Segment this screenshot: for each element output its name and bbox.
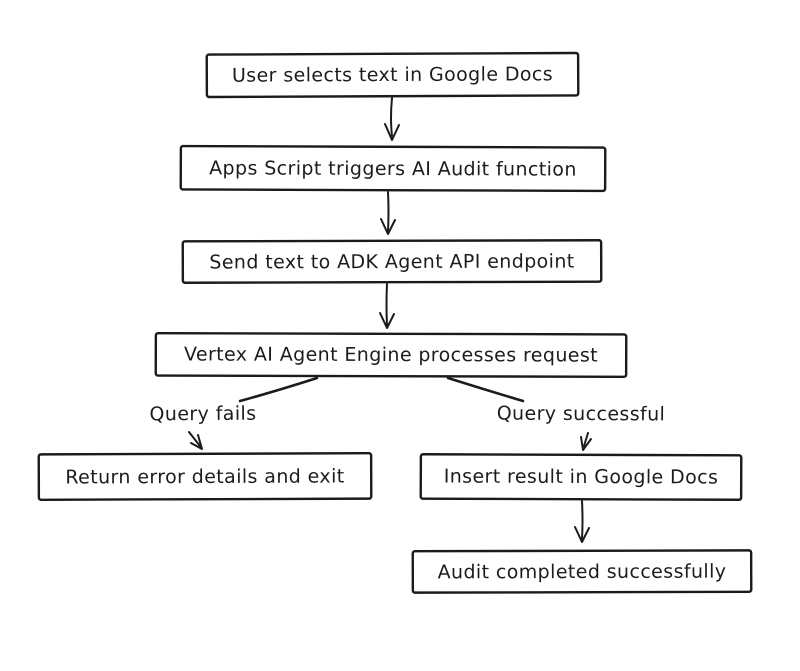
arrow-fail-to-returnerror <box>188 431 203 450</box>
node-user-selects-text: User selects text in Google Docs <box>205 52 580 98</box>
arrow-sendtext-to-vertex <box>379 283 395 329</box>
node-label: Vertex AI Agent Engine processes request <box>183 343 599 367</box>
node-label: Apps Script triggers AI Audit function <box>209 156 577 181</box>
node-apps-script-trigger: Apps Script triggers AI Audit function <box>179 145 607 192</box>
branch-line-success <box>446 376 525 403</box>
node-vertex-processes: Vertex AI Agent Engine processes request <box>154 332 628 378</box>
arrow-success-to-insertresult <box>580 432 592 451</box>
edge-label-text: Query successful <box>496 402 666 426</box>
node-label: Audit completed successfully <box>437 560 727 583</box>
branch-line-fail <box>238 376 319 403</box>
node-label: User selects text in Google Docs <box>231 63 554 87</box>
edge-label-query-fails: Query fails <box>144 403 262 426</box>
arrow-appsscript-to-sendtext <box>380 191 396 235</box>
arrow-insertresult-to-completed <box>574 500 590 543</box>
node-send-text-endpoint: Send text to ADK Agent API endpoint <box>181 239 603 284</box>
edge-label-query-successful: Query successful <box>495 403 667 426</box>
arrow-user-to-appsscript <box>384 97 400 141</box>
node-insert-result: Insert result in Google Docs <box>419 453 743 501</box>
node-audit-completed: Audit completed successfully <box>411 549 753 594</box>
node-return-error: Return error details and exit <box>37 452 373 501</box>
node-label: Insert result in Google Docs <box>443 465 719 489</box>
node-label: Return error details and exit <box>65 465 345 488</box>
edge-label-text: Query fails <box>149 402 257 426</box>
node-label: Send text to ADK Agent API endpoint <box>209 250 575 273</box>
